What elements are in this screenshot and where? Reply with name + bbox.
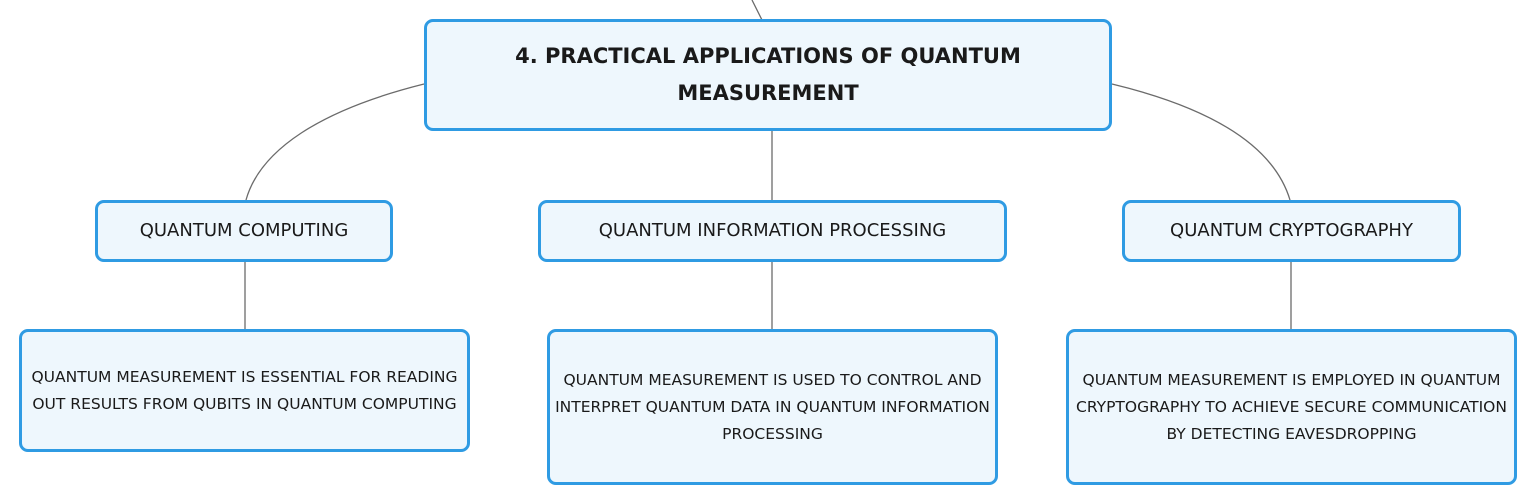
connector-root-to-computing xyxy=(245,83,425,201)
root-topic-node[interactable]: 4. PRACTICAL APPLICATIONS OF QUANTUM MEA… xyxy=(424,19,1112,131)
detail-text: QUANTUM MEASUREMENT IS ESSENTIAL FOR REA… xyxy=(31,367,458,413)
detail-node-quantum-computing[interactable]: QUANTUM MEASUREMENT IS ESSENTIAL FOR REA… xyxy=(19,329,470,452)
detail-node-quantum-cryptography[interactable]: QUANTUM MEASUREMENT IS EMPLOYED IN QUANT… xyxy=(1066,329,1517,485)
branch-label: QUANTUM CRYPTOGRAPHY xyxy=(1170,219,1413,241)
root-topic-title: 4. PRACTICAL APPLICATIONS OF QUANTUM MEA… xyxy=(515,44,1021,105)
detail-text: QUANTUM MEASUREMENT IS EMPLOYED IN QUANT… xyxy=(1076,370,1507,443)
branch-node-quantum-computing[interactable]: QUANTUM COMPUTING xyxy=(95,200,393,262)
branch-node-quantum-cryptography[interactable]: QUANTUM CRYPTOGRAPHY xyxy=(1122,200,1461,262)
branch-label: QUANTUM COMPUTING xyxy=(139,219,349,241)
detail-node-quantum-information-processing[interactable]: QUANTUM MEASUREMENT IS USED TO CONTROL A… xyxy=(547,329,998,485)
connector-parent-to-root xyxy=(751,0,763,21)
branch-node-quantum-information-processing[interactable]: QUANTUM INFORMATION PROCESSING xyxy=(538,200,1007,262)
detail-text: QUANTUM MEASUREMENT IS USED TO CONTROL A… xyxy=(555,370,990,443)
branch-label: QUANTUM INFORMATION PROCESSING xyxy=(598,219,947,241)
connector-root-to-crypto xyxy=(1111,83,1291,201)
